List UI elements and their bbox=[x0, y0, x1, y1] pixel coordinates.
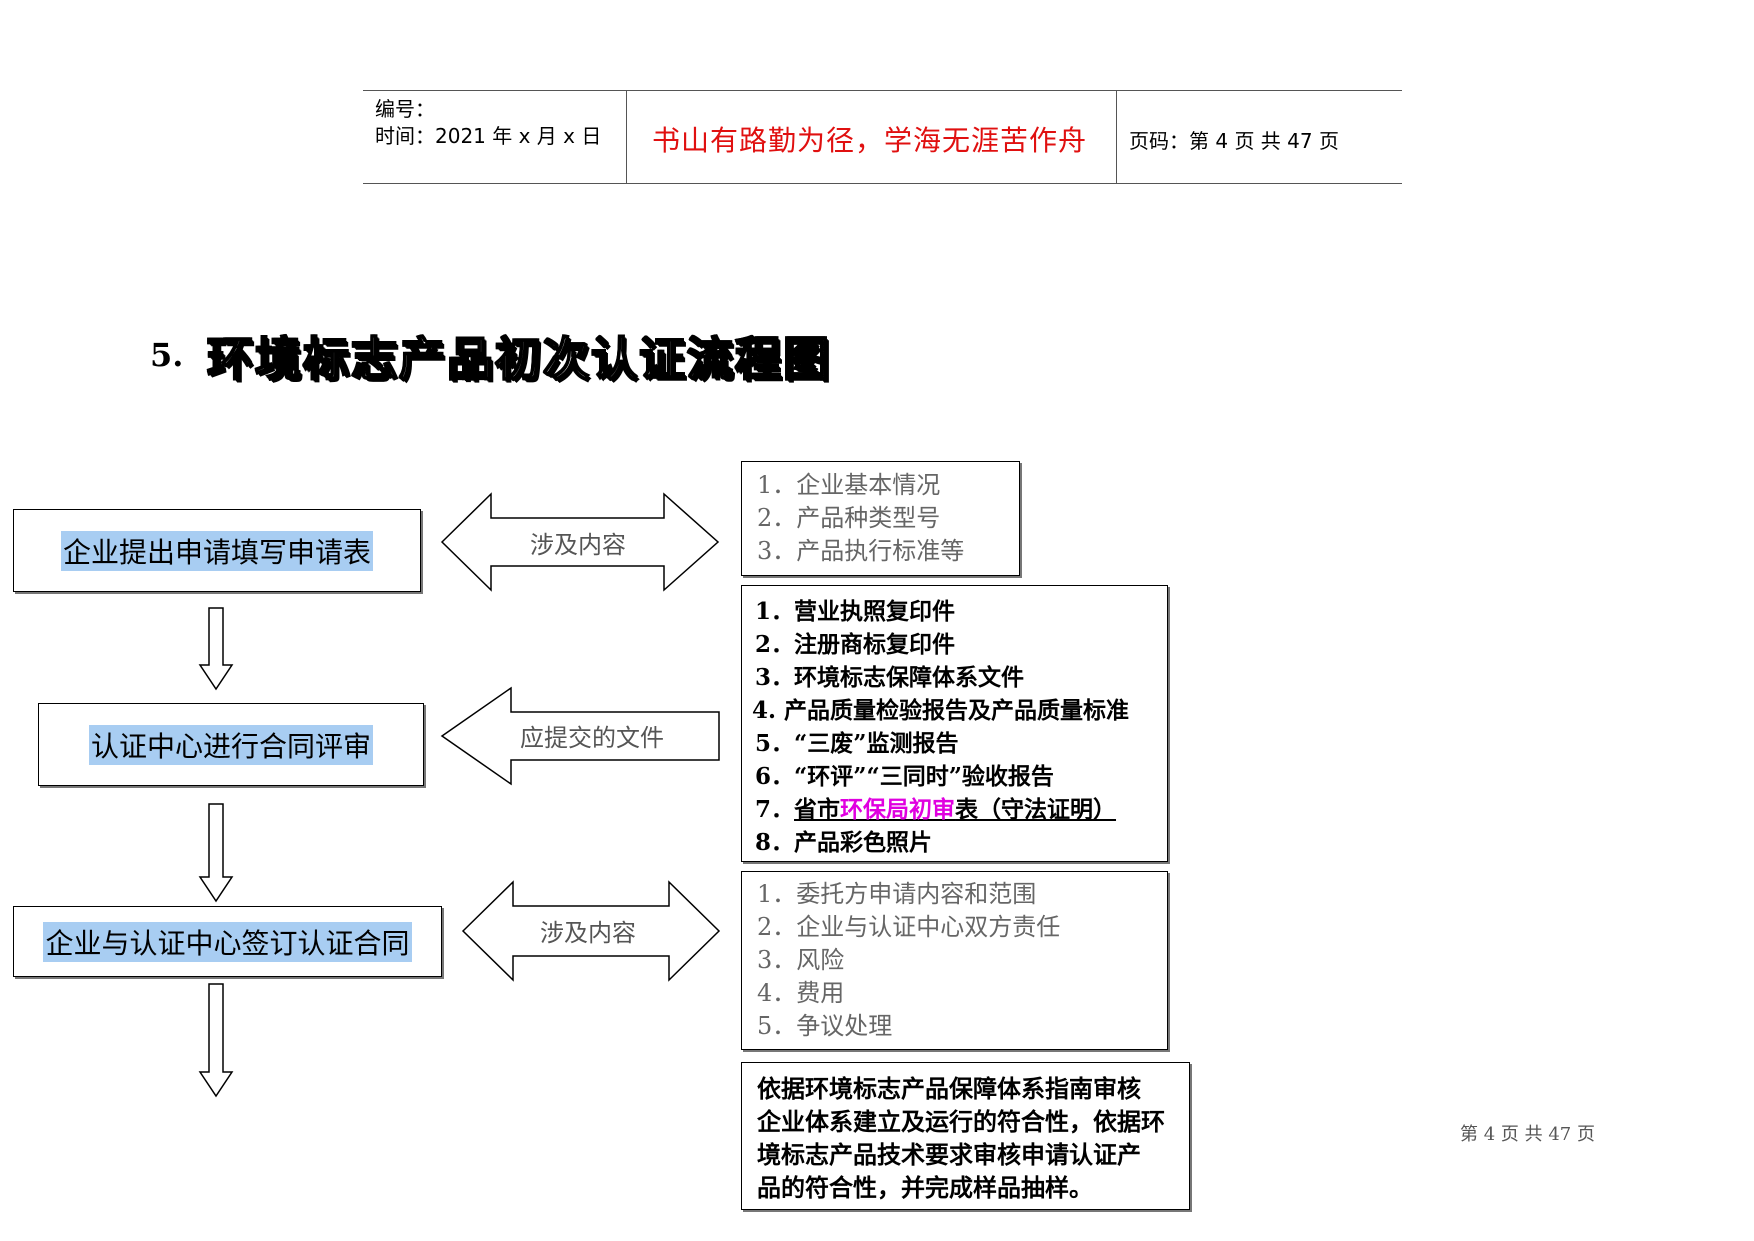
list-item: 2．产品种类型号 bbox=[757, 504, 941, 532]
header-top-rule bbox=[363, 90, 1402, 91]
list-item-7-number: 7． bbox=[755, 796, 795, 823]
step-contract-review-label: 认证中心进行合同评审 bbox=[88, 724, 373, 765]
paragraph-line: 境标志产品技术要求审核申请认证产 bbox=[757, 1140, 1141, 1169]
step-contract-review: 认证中心进行合同评审 bbox=[38, 703, 424, 786]
arrow-label-involves-1: 涉及内容 bbox=[530, 531, 626, 559]
list-item: 3．产品执行标准等 bbox=[757, 537, 965, 565]
section-number: 5. bbox=[150, 336, 184, 374]
down-arrow-1 bbox=[198, 607, 234, 691]
list-item: 2．注册商标复印件 bbox=[755, 631, 956, 658]
step-sign-contract: 企业与认证中心签订认证合同 bbox=[13, 906, 442, 977]
list-item-7-part1: 省市 bbox=[794, 796, 841, 823]
list-item: 5．争议处理 bbox=[757, 1012, 893, 1040]
arrow-label-documents: 应提交的文件 bbox=[520, 724, 664, 752]
list-item: 3．风险 bbox=[757, 946, 845, 974]
list-item: 5．“三废”监测报告 bbox=[755, 730, 959, 757]
list-item: 4. 产品质量检验报告及产品质量标准 bbox=[752, 697, 1130, 724]
step-sign-contract-label: 企业与认证中心签订认证合同 bbox=[43, 921, 412, 962]
application-contents-box: 1．企业基本情况 2．产品种类型号 3．产品执行标准等 bbox=[741, 461, 1020, 576]
list-item-7-text: 省市环保局初审表（守法证明） bbox=[794, 796, 1116, 823]
list-item: 1．委托方申请内容和范围 bbox=[757, 880, 1037, 908]
footer-page-number: 第 4 页 共 47 页 bbox=[1460, 1124, 1595, 1145]
contract-contents-box: 1．委托方申请内容和范围 2．企业与认证中心双方责任 3．风险 4．费用 5．争… bbox=[741, 871, 1168, 1050]
list-item: 3．环境标志保障体系文件 bbox=[755, 664, 1025, 691]
header-divider-1 bbox=[626, 90, 627, 184]
double-arrow-involves-1 bbox=[440, 492, 720, 592]
list-item: 6．“环评”“三同时”验收报告 bbox=[755, 763, 1054, 790]
header-page-info: 页码：第 4 页 共 47 页 bbox=[1129, 129, 1339, 153]
header-motto: 书山有路勤为径，学海无涯苦作舟 bbox=[652, 124, 1088, 157]
step-application: 企业提出申请填写申请表 bbox=[13, 509, 421, 592]
list-item-7-part2: 表（守法证明） bbox=[955, 796, 1117, 823]
paragraph-line: 企业体系建立及运行的符合性，依据环 bbox=[757, 1107, 1165, 1136]
required-documents-box: 1．营业执照复印件 2．注册商标复印件 3．环境标志保障体系文件 4. 产品质量… bbox=[741, 585, 1168, 862]
down-arrow-3 bbox=[198, 983, 234, 1098]
paragraph-line: 依据环境标志产品保障体系指南审核 bbox=[757, 1074, 1141, 1103]
page-title: 环境标志产品初次认证流程图 bbox=[206, 331, 831, 387]
header-number-label: 编号： bbox=[375, 97, 435, 121]
double-arrow-involves-2 bbox=[461, 880, 721, 982]
header-divider-2 bbox=[1116, 90, 1117, 184]
header-bottom-rule bbox=[363, 183, 1402, 184]
paragraph-line: 品的符合性，并完成样品抽样。 bbox=[757, 1173, 1093, 1202]
header-date: 时间：2021 年 x 月 x 日 bbox=[375, 124, 602, 148]
list-item-7: 7．省市环保局初审表（守法证明） bbox=[755, 793, 1167, 826]
down-arrow-2 bbox=[198, 803, 234, 903]
list-item: 1．营业执照复印件 bbox=[755, 598, 956, 625]
left-arrow-documents bbox=[440, 686, 720, 786]
list-item: 4．费用 bbox=[757, 979, 845, 1007]
step-application-label: 企业提出申请填写申请表 bbox=[60, 530, 373, 571]
arrow-label-involves-2: 涉及内容 bbox=[540, 919, 636, 947]
list-item: 2．企业与认证中心双方责任 bbox=[757, 913, 1061, 941]
list-item: 1．企业基本情况 bbox=[757, 471, 941, 499]
audit-description-box: 依据环境标志产品保障体系指南审核 企业体系建立及运行的符合性，依据环 境标志产品… bbox=[741, 1062, 1190, 1210]
list-item-7-highlight: 环保局初审 bbox=[840, 796, 956, 823]
list-item: 8．产品彩色照片 bbox=[755, 829, 933, 856]
